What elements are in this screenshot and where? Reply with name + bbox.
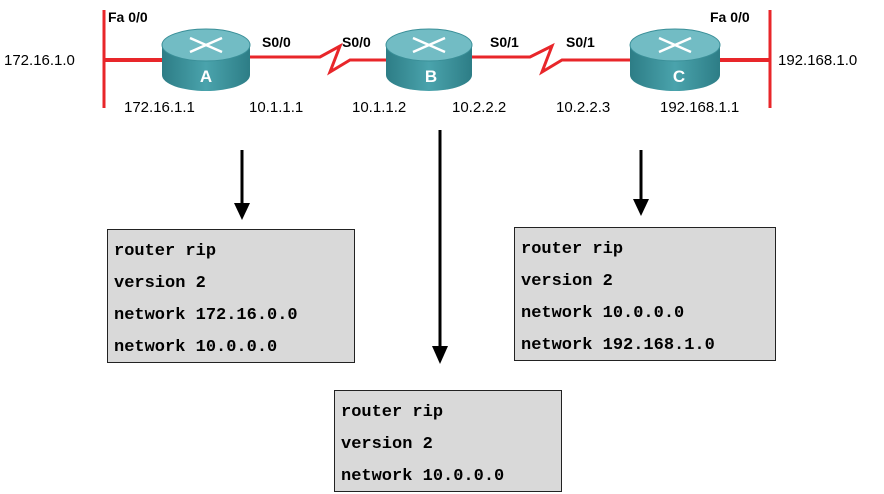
router-c-s01-address: 10.2.2.3 [556,99,610,116]
router-arrows-icon [412,36,446,54]
router-b-s00-address: 10.1.1.2 [352,99,406,116]
config-line: network 192.168.1.0 [521,336,715,355]
router-arrows-icon [189,36,223,54]
left-network-label: 172.16.1.0 [4,52,75,69]
arrow-b-to-config [432,130,448,364]
config-line: version 2 [114,274,206,293]
router-b-s01-label: S0/1 [490,34,519,50]
router-b-s01-address: 10.2.2.2 [452,99,506,116]
router-c: C [629,28,721,91]
router-c-fa-label: Fa 0/0 [710,9,750,25]
config-line: network 10.0.0.0 [114,338,278,357]
router-a-label: A [200,67,212,86]
router-a-s00-label: S0/0 [262,34,291,50]
router-b-s00-label: S0/0 [342,34,371,50]
config-line: version 2 [341,435,433,454]
router-b-label: B [425,67,437,86]
arrow-a-to-config [234,150,250,220]
router-a: A [161,28,251,91]
router-c-s01-label: S0/1 [566,34,595,50]
router-c-fa-address: 192.168.1.1 [660,99,739,116]
config-line: router rip [114,242,217,261]
config-line: network 172.16.0.0 [114,306,298,325]
router-c-label: C [673,67,685,86]
config-line: router rip [341,403,444,422]
router-a-fa-label: Fa 0/0 [108,9,148,25]
config-line: network 10.0.0.0 [341,467,505,486]
arrow-c-to-config [633,150,649,216]
router-a-fa-address: 172.16.1.1 [124,99,195,116]
serial-link-a-b [250,42,386,76]
config-line: network 10.0.0.0 [521,304,685,323]
router-a-config-box: router rip version 2 network 172.16.0.0 … [107,229,355,363]
serial-link-b-c [472,42,630,76]
router-a-s00-address: 10.1.1.1 [249,99,303,116]
router-c-config-box: router rip version 2 network 10.0.0.0 ne… [514,227,776,361]
right-network-label: 192.168.1.0 [778,52,857,69]
config-line: router rip [521,240,624,259]
router-b-config-box: router rip version 2 network 10.0.0.0 [334,390,562,492]
config-line: version 2 [521,272,613,291]
router-arrows-icon [658,36,692,54]
router-b: B [385,28,473,91]
